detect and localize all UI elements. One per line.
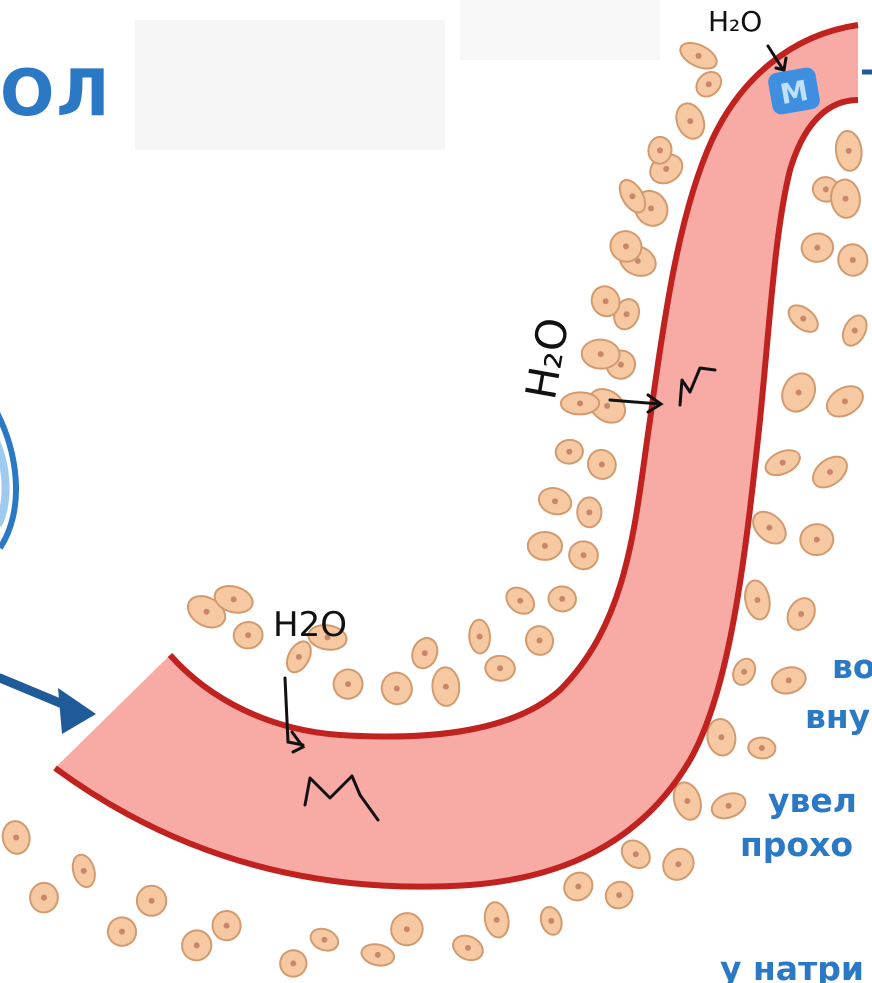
cell-nucleus (726, 803, 732, 809)
cell-nucleus (827, 469, 833, 475)
cell-nucleus (852, 328, 858, 334)
cell-nucleus (494, 917, 500, 923)
cell-nucleus (842, 398, 848, 404)
blurred-redaction-2 (460, 0, 660, 60)
cell-nucleus (81, 868, 87, 874)
cell-nucleus (577, 400, 583, 406)
side-text-4: прохо (740, 828, 853, 861)
cell-nucleus (517, 598, 523, 604)
cell-nucleus (663, 166, 669, 172)
cell-nucleus (537, 638, 543, 644)
cell-nucleus (675, 861, 681, 867)
cell-nucleus (149, 898, 155, 904)
cell-nucleus (754, 597, 760, 603)
cell-nucleus (796, 389, 802, 395)
cell-nucleus (321, 937, 327, 943)
cell-nucleus (657, 147, 663, 153)
cell-nucleus (422, 650, 428, 656)
cell-nucleus (766, 525, 772, 531)
cell-nucleus (375, 952, 381, 958)
cell-nucleus (394, 685, 400, 691)
handwritten-h2o-bottom: H2O (273, 608, 347, 642)
blue-arrow (0, 678, 96, 734)
cell-nucleus (629, 193, 635, 199)
side-text-5: у натри (720, 952, 864, 983)
cell-nucleus (850, 257, 856, 263)
page-heading: ОЛ (0, 62, 112, 126)
cell-nucleus (623, 243, 629, 249)
cell-nucleus (800, 316, 806, 322)
cell-nucleus (404, 926, 410, 932)
cell-nucleus (696, 53, 702, 59)
cell-nucleus (798, 611, 804, 617)
cell-nucleus (542, 543, 548, 549)
cell-nucleus (741, 669, 747, 675)
cell-nucleus (603, 298, 609, 304)
cell-nucleus (648, 205, 654, 211)
side-text-2: вну (805, 700, 870, 733)
cell-nucleus (718, 734, 724, 740)
cell-nucleus (575, 884, 581, 890)
cell-nucleus (759, 745, 765, 751)
cell-nucleus (290, 960, 296, 966)
cell-nucleus (581, 552, 587, 558)
cell-nucleus (224, 923, 230, 929)
cell-nucleus (194, 942, 200, 948)
cell-nucleus (13, 834, 19, 840)
handwritten-h2o-top: H₂O (708, 8, 762, 36)
cell-nucleus (119, 929, 125, 935)
cell-nucleus (780, 460, 786, 466)
cell-nucleus (618, 362, 624, 368)
side-text-1: во (832, 650, 872, 683)
cell-nucleus (586, 509, 592, 515)
cell-nucleus (497, 665, 503, 671)
cell-nucleus (548, 918, 554, 924)
cell-nucleus (204, 609, 210, 615)
cell-nucleus (684, 798, 690, 804)
cell-nucleus (599, 461, 605, 467)
cell-nucleus (477, 634, 483, 640)
cell-nucleus (843, 196, 849, 202)
cell-nucleus (823, 186, 829, 192)
svg-text:M: M (778, 74, 811, 111)
cell-nucleus (633, 851, 639, 857)
cell-nucleus (846, 148, 852, 154)
molecule-badge: M (767, 66, 822, 116)
blurred-redaction (135, 20, 445, 150)
cell-nucleus (598, 351, 604, 357)
cell-nucleus (566, 449, 572, 455)
cell-nucleus (245, 632, 251, 638)
cell-nucleus (296, 654, 302, 660)
cell-nucleus (41, 895, 47, 901)
cell-nucleus (616, 892, 622, 898)
cell-nucleus (687, 118, 693, 124)
cell-nucleus (552, 498, 558, 504)
cell-nucleus (559, 596, 565, 602)
cell-nucleus (465, 945, 471, 951)
cell-nucleus (443, 684, 449, 690)
cell-nucleus (706, 81, 712, 87)
cell-nucleus (345, 681, 351, 687)
cell-nucleus (814, 537, 820, 543)
cell-nucleus (814, 245, 820, 251)
side-text-3: увел (768, 784, 857, 817)
cell-nucleus (786, 677, 792, 683)
cell-nucleus (231, 596, 237, 602)
loop-tube (55, 25, 858, 887)
cell-nucleus (604, 403, 610, 409)
cell-nucleus (624, 311, 630, 317)
